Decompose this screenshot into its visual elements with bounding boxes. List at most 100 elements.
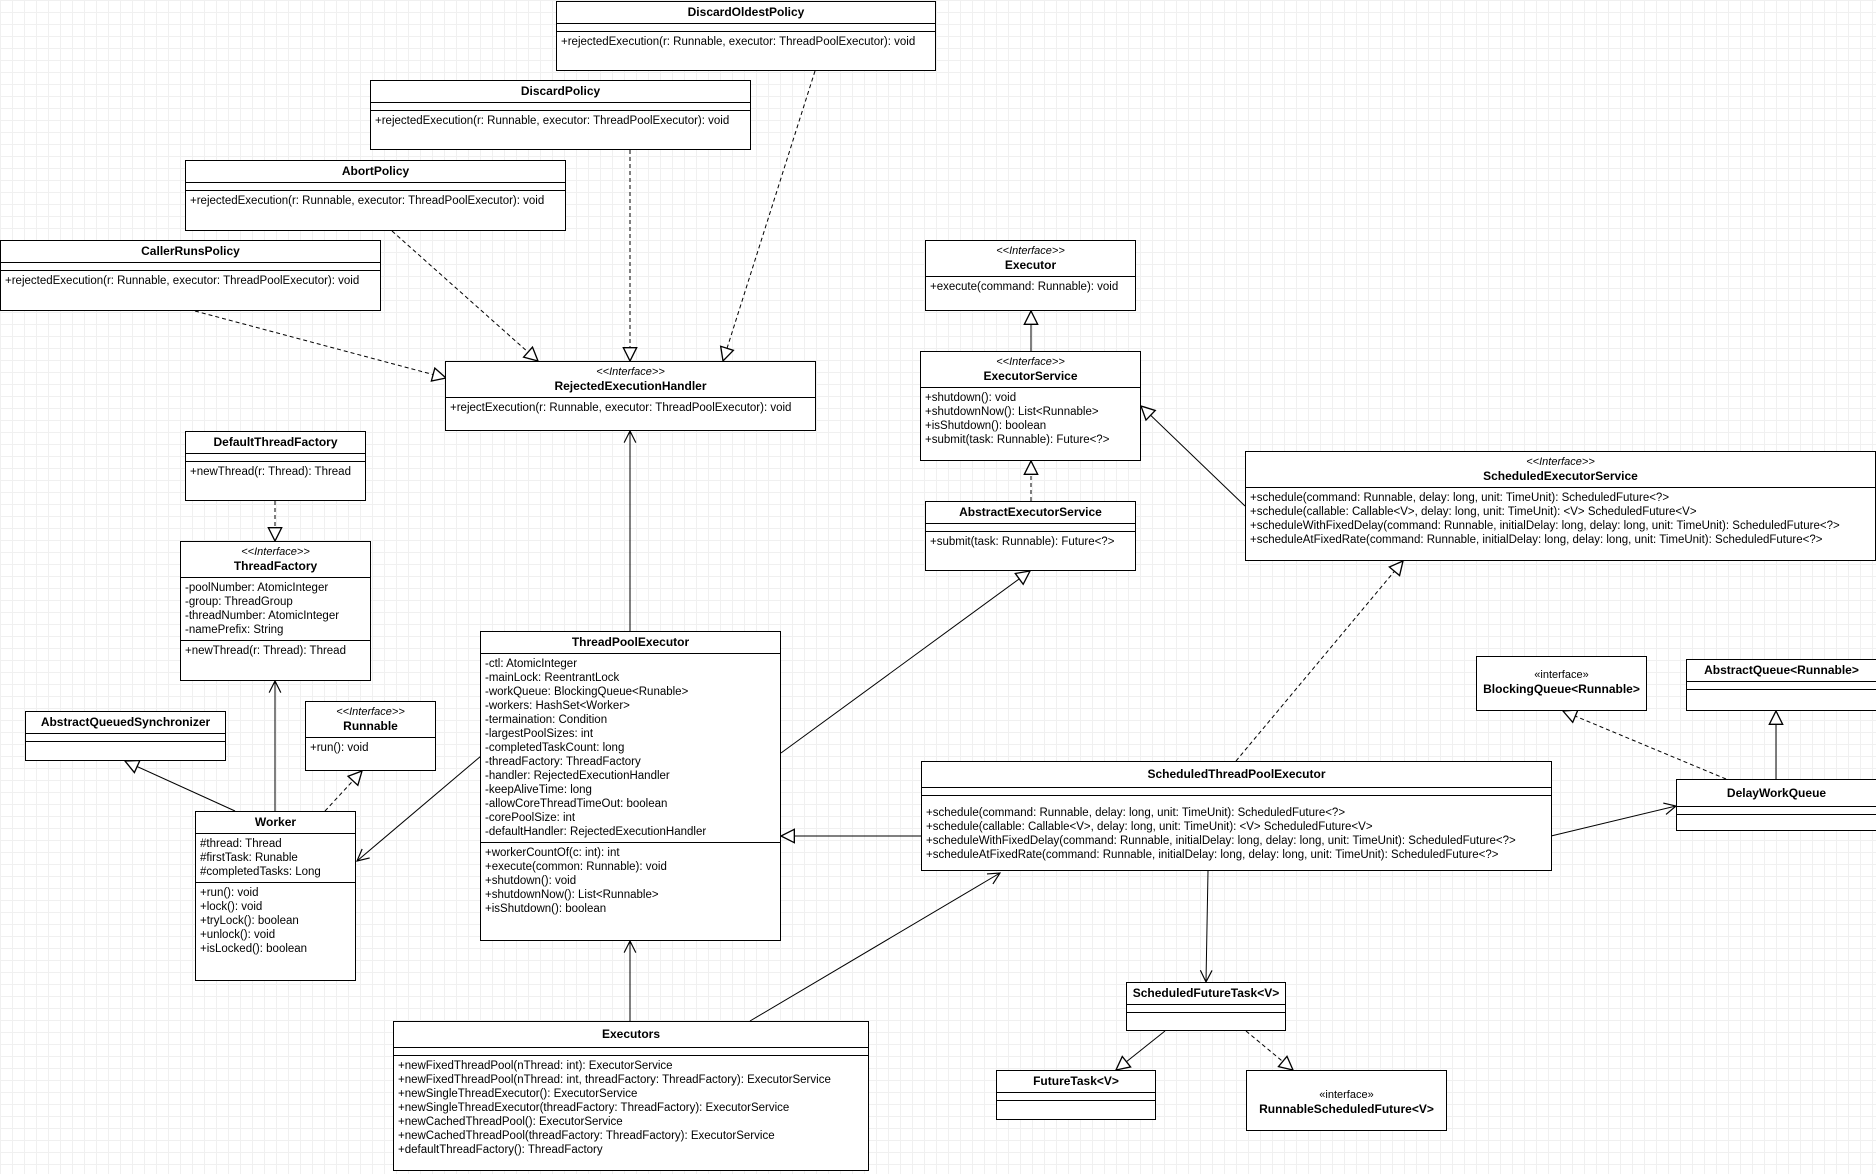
class-name: CallerRunsPolicy [141,244,240,258]
methods-section: +newThread(r: Thread): Thread [186,461,365,482]
method: +newCachedThreadPool(threadFactory: Thre… [398,1130,775,1142]
method: +shutdownNow(): List<Runnable> [485,889,659,901]
method: +rejectedExecution(r: Runnable, executor… [5,275,360,287]
method: +newSingleThreadExecutor(threadFactory: … [398,1102,790,1114]
interface-scheduled-executor-service[interactable]: <<Interface>> ScheduledExecutorService +… [1245,451,1876,561]
interface-thread-factory[interactable]: <<Interface>> ThreadFactory -poolNumber:… [180,541,371,681]
method: +newFixedThreadPool(nThread: int, thread… [398,1074,831,1086]
methods-section: +schedule(command: Runnable, delay: long… [922,795,1551,865]
class-name: BlockingQueue<Runnable> [1483,682,1640,696]
methods-section: +run(): void [306,737,435,758]
method: +shutdown(): void [925,392,1017,404]
class-name: ThreadFactory [233,559,318,573]
methods-section: +execute(command: Runnable): void [926,276,1135,297]
stereotype: <<Interface>> [996,356,1065,368]
class-thread-pool-executor[interactable]: ThreadPoolExecutor -ctl: AtomicInteger -… [480,631,781,941]
method: +scheduleWithFixedDelay(command: Runnabl… [926,835,1516,847]
methods-section: +submit(task: Runnable): Future<?> [926,531,1135,552]
method: +rejectedExecution(r: Runnable, executor… [561,36,916,48]
class-name: Executor [1004,258,1057,272]
class-name: Executors [601,1027,661,1041]
class-discard-policy[interactable]: DiscardPolicy +rejectedExecution(r: Runn… [370,80,751,150]
field: #firstTask: Runable [200,852,298,864]
class-name: DefaultThreadFactory [213,435,338,449]
class-executors[interactable]: Executors +newFixedThreadPool(nThread: i… [393,1021,869,1171]
edge-stpe-realizes-scheduledexecutorservice [1235,561,1403,762]
class-abort-policy[interactable]: AbortPolicy +rejectedExecution(r: Runnab… [185,160,566,231]
method: +isLocked(): boolean [200,943,308,955]
methods-section: +newFixedThreadPool(nThread: int): Execu… [394,1055,868,1160]
methods-section [1687,689,1876,697]
edge-delayworkqueue-realizes-blockingqueue [1563,711,1727,780]
interface-blocking-queue[interactable]: «interface» BlockingQueue<Runnable> [1476,656,1647,711]
edge-worker-extends-aqs [125,761,236,812]
class-name: DelayWorkQueue [1726,786,1827,800]
methods-section [1677,814,1876,822]
method: +run(): void [310,742,369,754]
class-abstract-queue[interactable]: AbstractQueue<Runnable> [1686,659,1876,711]
method: +isShutdown(): boolean [485,903,607,915]
fields-section [26,733,225,741]
field: #completedTasks: Long [200,866,321,878]
class-default-thread-factory[interactable]: DefaultThreadFactory +newThread(r: Threa… [185,431,366,501]
methods-section [997,1100,1155,1108]
fields-section [922,787,1551,795]
edge-tpe-extends-abstractexecutorservice [780,571,1030,754]
fields-section [926,523,1135,531]
methods-section: +newThread(r: Thread): Thread [181,640,370,661]
class-name: FutureTask<V> [1033,1074,1119,1088]
class-name: AbstractQueue<Runnable> [1704,663,1859,677]
field: -allowCoreThreadTimeOut: boolean [485,798,668,810]
class-worker[interactable]: Worker #thread: Thread #firstTask: Runab… [195,811,356,981]
class-caller-runs-policy[interactable]: CallerRunsPolicy +rejectedExecution(r: R… [0,240,381,311]
method: +shutdown(): void [485,875,577,887]
class-scheduled-thread-pool-executor[interactable]: ScheduledThreadPoolExecutor +schedule(co… [921,761,1552,871]
fields-section: #thread: Thread #firstTask: Runable #com… [196,833,355,882]
interface-runnable-scheduled-future[interactable]: «interface» RunnableScheduledFuture<V> [1246,1070,1447,1131]
method: +newSingleThreadExecutor(): ExecutorServ… [398,1088,638,1100]
field: -group: ThreadGroup [185,596,293,608]
field: -largestPoolSizes: int [485,728,594,740]
method: +newCachedThreadPool(): ExecutorService [398,1116,623,1128]
class-abstract-queued-synchronizer[interactable]: AbstractQueuedSynchronizer [25,711,226,761]
method: +scheduleWithFixedDelay(command: Runnabl… [1250,520,1840,532]
field: -handler: RejectedExecutionHandler [485,770,670,782]
field: -threadNumber: AtomicInteger [185,610,340,622]
methods-section: +schedule(command: Runnable, delay: long… [1246,487,1875,550]
field: -corePoolSize: int [485,812,576,824]
stereotype: «interface» [1534,669,1589,681]
edge-stpe-to-delayworkqueue [1550,806,1676,837]
methods-section: +rejectedExecution(r: Runnable, executor… [371,110,750,131]
class-name: ScheduledFutureTask<V> [1132,986,1280,1000]
interface-executor-service[interactable]: <<Interface>> ExecutorService +shutdown(… [920,351,1141,461]
method: +scheduleAtFixedRate(command: Runnable, … [926,849,1499,861]
class-name: RejectedExecutionHandler [554,379,707,393]
class-discard-oldest-policy[interactable]: DiscardOldestPolicy +rejectedExecution(r… [556,1,936,71]
fields-section [1687,681,1876,689]
class-name: Worker [254,815,297,829]
field: -poolNumber: AtomicInteger [185,582,329,594]
class-abstract-executor-service[interactable]: AbstractExecutorService +submit(task: Ru… [925,501,1136,571]
class-scheduled-future-task[interactable]: ScheduledFutureTask<V> [1126,982,1286,1031]
fields-section [1,262,380,270]
stereotype: «interface» [1319,1089,1374,1101]
class-name: ThreadPoolExecutor [571,635,690,649]
interface-executor[interactable]: <<Interface>> Executor +execute(command:… [925,240,1136,311]
class-delay-work-queue[interactable]: DelayWorkQueue [1676,779,1876,831]
class-future-task[interactable]: FutureTask<V> [996,1070,1156,1120]
fields-section [371,102,750,110]
edge-tpe-to-worker [357,755,482,861]
interface-runnable[interactable]: <<Interface>> Runnable +run(): void [305,701,436,771]
method: +schedule(command: Runnable, delay: long… [926,807,1346,819]
edge-scheduledexecutorservice-extends-executorservice [1141,406,1246,507]
interface-rejected-execution-handler[interactable]: <<Interface>> RejectedExecutionHandler +… [445,361,816,431]
fields-section [186,182,565,190]
fields-section [557,23,935,31]
class-name: DiscardPolicy [520,84,601,98]
method: +shutdownNow(): List<Runnable> [925,406,1099,418]
field: -mainLock: ReentrantLock [485,672,620,684]
method: +newThread(r: Thread): Thread [190,466,351,478]
edge-stpe-to-scheduledfuturetask [1206,870,1208,982]
method: +submit(task: Runnable): Future<?> [925,434,1110,446]
method: +lock(): void [200,901,263,913]
